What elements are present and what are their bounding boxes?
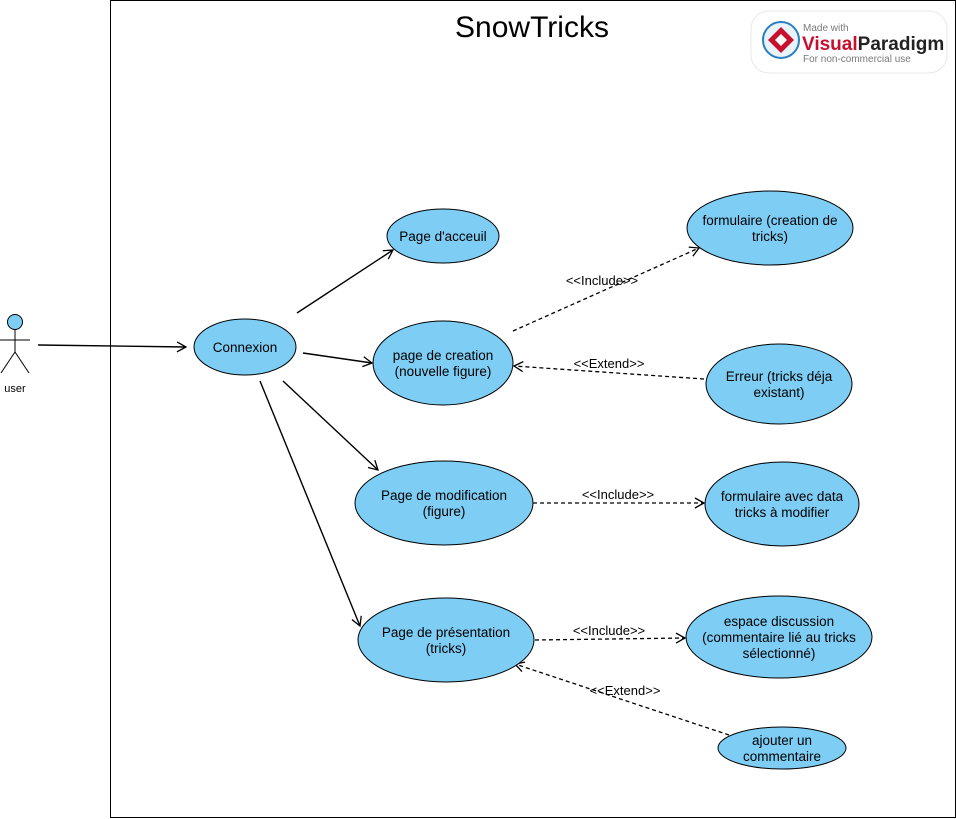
usecase-label-line: ajouter un [752,733,812,748]
usecase-label-line: existant) [753,385,804,400]
usecase-label-line: (nouvelle figure) [395,364,492,379]
usecase-label-line: espace discussion [724,614,834,629]
label-extend-erreur: <<Extend>> [574,356,645,371]
actor-label: user [4,383,26,395]
usecase-ellipse [705,343,853,425]
usecase-accueil[interactable]: Page d'acceuil [386,208,500,264]
usecase-modification[interactable]: Page de modification(figure) [354,460,534,546]
usecase-ellipse [357,597,535,683]
usecase-label-line: (figure) [423,504,466,519]
visual-paradigm-watermark: Made with VisualParadigm For non-commerc… [750,10,948,74]
actor-user[interactable]: user [0,314,30,396]
usecase-ellipse [717,726,847,770]
usecase-ellipse [386,208,500,264]
label-include-discussion: <<Include>> [573,623,645,638]
usecase-label-line: Erreur (tricks déja [726,369,833,384]
usecase-ellipse [372,320,514,406]
usecase-label-line: (tricks) [426,641,467,656]
label-include-creation: <<Include>> [566,273,638,288]
usecase-ellipse [193,318,297,376]
assoc-user-connexion [37,341,188,353]
watermark-brand-a: Visual [802,34,858,55]
usecase-creation[interactable]: page de creation(nouvelle figure) [372,320,514,406]
usecase-label-line: formulaire avec data [721,489,844,504]
usecase-label-line: Page de modification [381,488,507,503]
usecase-label-line: page de creation [393,348,494,363]
usecase-label-line: tricks) [752,229,788,244]
watermark-line3: For non-commercial use [803,54,911,65]
usecase-label-line: Page de présentation [382,625,510,640]
usecase-ellipse [686,190,854,266]
usecase-label-line: (commentaire lié au tricks [702,630,856,645]
usecase-connexion[interactable]: Connexion [193,318,297,376]
usecase-ellipse [354,460,534,546]
usecase-ellipse [704,461,860,547]
assoc-connexion-accueil [296,249,395,314]
usecase-ellipse [685,595,873,679]
include-creation-formulaire [512,246,701,332]
watermark-line1: Made with [803,23,849,34]
assoc-connexion-creation [302,352,374,368]
usecase-label-line: commentaire [743,749,821,764]
usecase-label-line: Page d'acceuil [399,229,486,244]
visual-paradigm-logo-icon [762,21,800,59]
watermark-brand: VisualParadigm [802,34,944,55]
usecase-presentation[interactable]: Page de présentation(tricks) [357,597,535,683]
label-include-modif: <<Include>> [582,487,654,502]
extend-erreur-creation [512,361,705,380]
label-extend-commentaire: <<Extend>> [590,683,661,698]
usecase-label-line: Connexion [213,340,278,355]
assoc-connexion-modification [282,380,379,471]
usecase-discussion[interactable]: espace discussion(commentaire lié au tri… [685,595,873,679]
assoc-connexion-presentation [259,380,362,628]
watermark-brand-b: Paradigm [858,34,945,55]
usecase-label-line: tricks à modifier [735,505,830,520]
system-title: SnowTricks [455,11,609,44]
extend-commentaire-presentation [513,661,730,736]
usecase-label-line: formulaire (creation de [702,213,837,228]
usecase-label-line: sélectionné) [743,646,816,661]
